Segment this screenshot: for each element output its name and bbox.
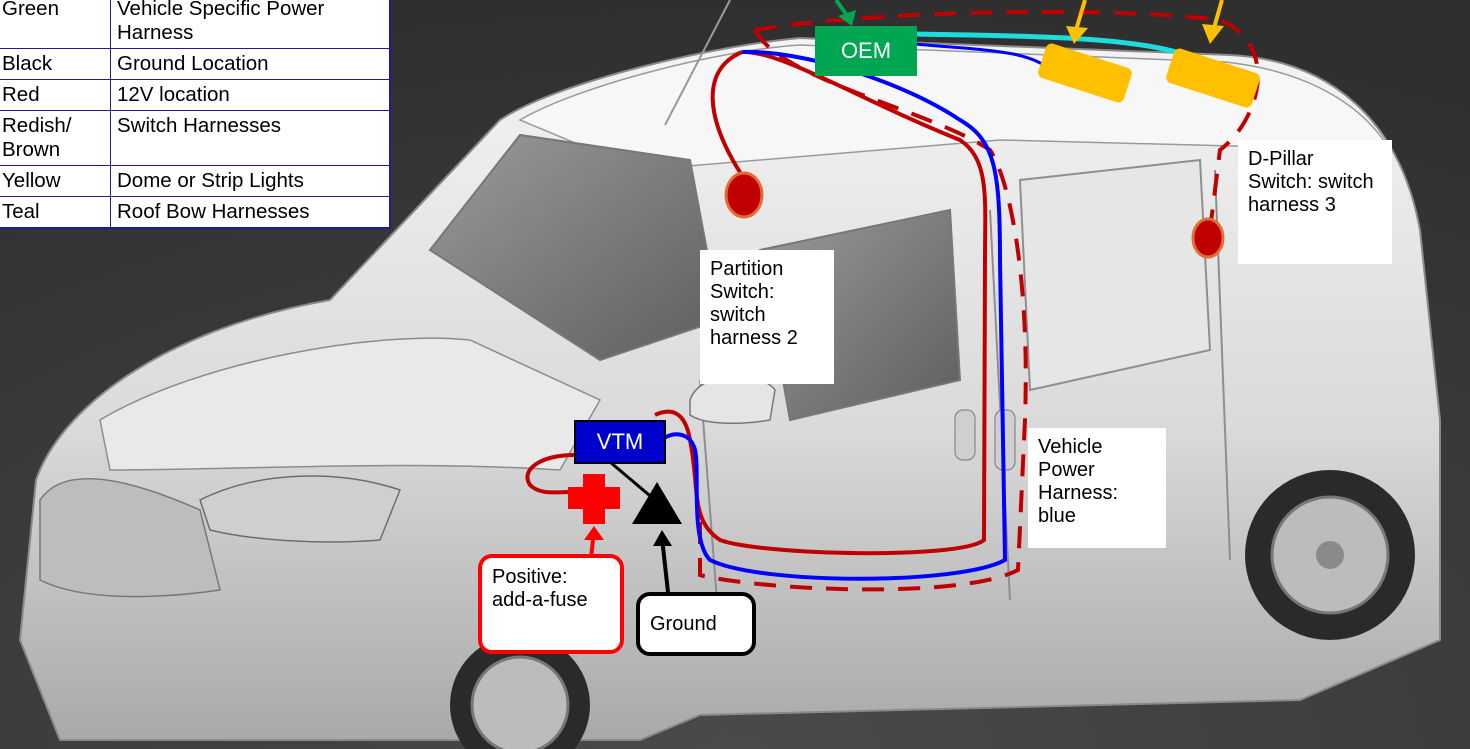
positive-pointer-head [584,526,604,540]
legend-description: Ground Location [110,48,391,80]
red-12v-harness [654,49,988,556]
blue-power-harness [660,49,1008,581]
add-a-fuse-icon [568,474,620,524]
van-rear-panel [1018,158,1212,392]
ground-pointer [660,537,670,593]
legend-description: Switch Harnesses [110,110,391,166]
oem-tag: OEM [815,26,917,76]
oem-arrowhead [838,10,856,26]
van-antenna [664,0,731,126]
dome-light-arrow-1 [1074,0,1087,31]
legend-color: Green [0,0,111,49]
van-headlight [199,475,401,543]
dome-light-2 [1166,48,1260,108]
legend-table: Green Vehicle Specific Power Harness Bla… [0,0,391,229]
legend-description: 12V location [110,79,391,111]
legend-row: Black Ground Location [0,48,391,80]
legend-color: Black [0,48,111,80]
legend-color: Teal [0,196,111,229]
van-grille [39,477,221,598]
dome-light-arrow-2 [1212,0,1224,29]
legend-row: Red 12V location [0,79,391,111]
legend-color: Redish/ Brown [0,110,111,166]
oem-arrow [834,0,848,16]
legend-color: Yellow [0,165,111,197]
legend-description: Dome or Strip Lights [110,165,391,197]
vtm-tag: VTM [574,420,666,464]
legend-row: Green Vehicle Specific Power Harness [0,0,391,49]
d-pillar-switch-marker [1191,217,1225,259]
legend-row: Yellow Dome or Strip Lights [0,165,391,197]
ground-triangle-icon [632,482,682,524]
harness-outline-dashed [698,9,1260,592]
legend-row: Redish/ Brown Switch Harnesses [0,110,391,166]
van-door-handle-front [954,409,976,461]
vtm-link-line [609,460,656,502]
dome-light-arrowhead-2 [1202,24,1224,44]
d-pillar-switch-label: D-Pillar Switch: switch harness 3 [1238,140,1392,264]
van-rear-hub [1316,541,1344,569]
van-front-rim [470,655,570,749]
legend-row: Teal Roof Bow Harnesses [0,196,391,229]
van-hood [99,337,602,471]
vehicle-power-harness-label: Vehicle Power Harness: blue [1028,428,1166,548]
legend-description: Roof Bow Harnesses [110,196,391,229]
dome-light-arrowhead-1 [1066,26,1088,44]
van-windshield [428,133,722,362]
ground-label: Ground [636,592,756,656]
positive-label: Positive: add-a-fuse [478,554,624,654]
partition-switch-marker [724,171,764,219]
roof-bow-harness [914,31,1186,58]
partition-switch-label: Partition Switch: switch harness 2 [700,250,834,384]
legend-description: Vehicle Specific Power Harness [110,0,391,49]
ground-pointer-head [653,530,672,546]
legend-color: Red [0,79,111,111]
dome-light-1 [1038,43,1132,103]
red-positive-loop [525,453,576,495]
